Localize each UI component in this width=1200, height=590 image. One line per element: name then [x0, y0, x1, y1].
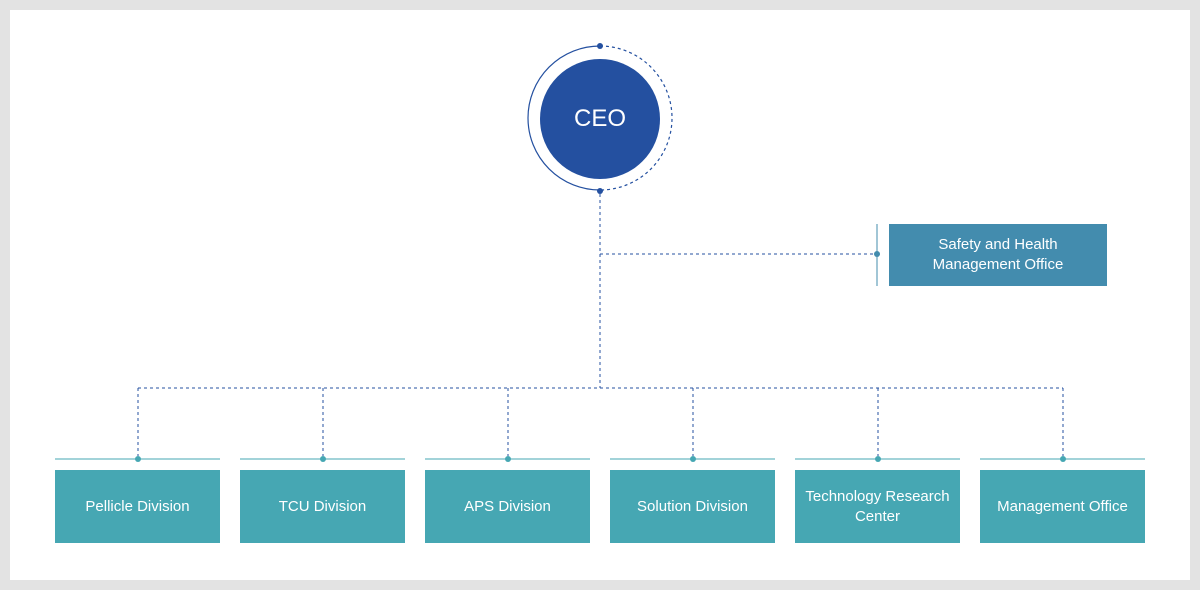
division-label: Solution Division: [637, 497, 748, 515]
division-label: APS Division: [464, 497, 551, 515]
staff-connector-dot: [874, 251, 880, 257]
division-label: Pellicle Division: [85, 497, 190, 515]
staff-label-line2: Management Office: [932, 256, 1064, 273]
division-dot-4: [690, 456, 696, 462]
division-node-tcu: TCU Division: [240, 470, 405, 543]
staff-label-line1: Safety and Health: [938, 236, 1058, 253]
ceo-outer-ring-dashed: [599, 45, 673, 191]
division-node-solution: Solution Division: [610, 470, 775, 543]
division-node-technology-research: Technology Research Center: [795, 470, 960, 543]
division-node-management-office: Management Office: [980, 470, 1145, 543]
ceo-ring-top-dot: [597, 43, 603, 49]
ceo-label: CEO: [573, 105, 626, 132]
division-dot-5: [875, 456, 881, 462]
ceo-outer-ring-solid: [527, 45, 601, 191]
ceo-ring-bottom-dot: [597, 188, 603, 194]
division-dot-3: [505, 456, 511, 462]
division-dot-2: [320, 456, 326, 462]
division-node-aps: APS Division: [425, 470, 590, 543]
division-dot-6: [1060, 456, 1066, 462]
ceo-node: CEO: [540, 59, 660, 179]
division-node-pellicle: Pellicle Division: [55, 470, 220, 543]
division-drops: [137, 388, 1064, 456]
division-dots: [135, 456, 1066, 462]
division-label: Management Office: [997, 497, 1128, 515]
division-label-line1: Technology Research: [805, 487, 950, 505]
safety-health-office-node: Safety and Health Management Office: [889, 224, 1107, 286]
division-dot-1: [135, 456, 141, 462]
division-label-line2: Center: [854, 507, 900, 525]
division-label: TCU Division: [278, 497, 367, 515]
